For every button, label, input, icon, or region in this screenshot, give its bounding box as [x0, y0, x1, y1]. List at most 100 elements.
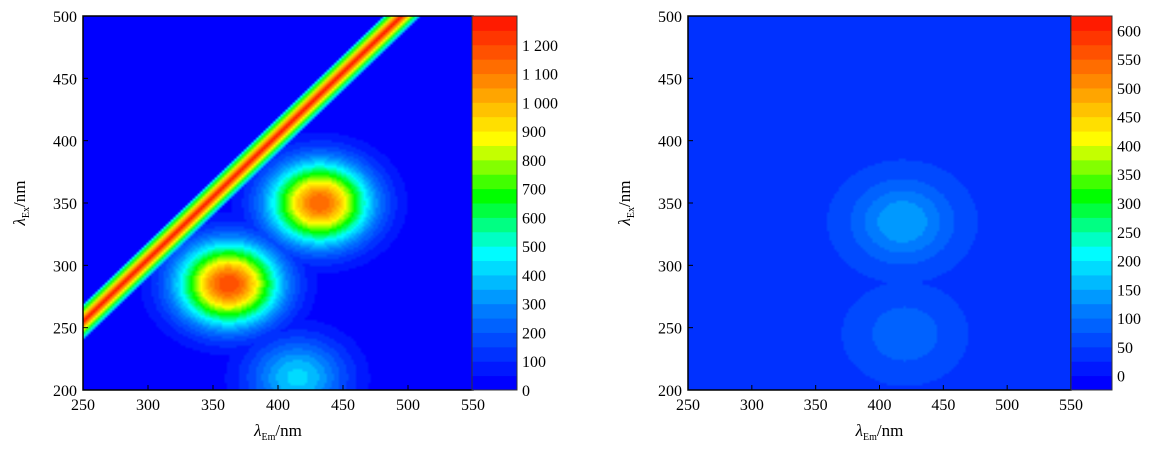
colorbar-band: [472, 274, 517, 290]
x-tick-label: 450: [931, 397, 955, 414]
colorbar-band: [472, 102, 517, 118]
colorbar-tick-label: 200: [1117, 254, 1141, 271]
colorbar-band: [472, 203, 517, 218]
colorbar-tick-label: 100: [522, 354, 546, 371]
x-axis-title: λEm/nm: [855, 421, 904, 443]
colorbar-tick-label: 600: [522, 210, 546, 227]
y-tick-label: 400: [53, 134, 77, 151]
colorbar-tick-label: 1 200: [522, 38, 558, 55]
colorbar-frame: [1070, 15, 1113, 391]
colorbar-tick-label: 1 000: [522, 95, 558, 112]
colorbar-tick-label: 0: [522, 383, 530, 400]
colorbar-band: [472, 375, 517, 391]
colorbar-band: [1071, 346, 1112, 362]
x-tick-label: 250: [676, 397, 700, 414]
colorbar-band: [472, 318, 517, 333]
x-tick-label: 300: [136, 397, 160, 414]
x-tick-label: 250: [71, 397, 95, 414]
colorbar-band: [472, 174, 517, 190]
colorbar-tick-label: 300: [522, 297, 546, 314]
x-axis-title: λEm/nm: [253, 421, 302, 443]
y-tick-label: 400: [658, 134, 682, 151]
contour-field: [688, 16, 1071, 390]
colorbar-band: [1071, 30, 1112, 46]
colorbar-band: [472, 145, 517, 161]
colorbar-tick-label: 1 100: [522, 67, 558, 84]
colorbar-tick-label: 500: [522, 239, 546, 256]
colorbar-band: [1071, 145, 1112, 161]
colorbar-tick-label: 900: [522, 124, 546, 141]
colorbar-tick-label: 700: [522, 182, 546, 199]
colorbar-band: [1071, 131, 1112, 146]
colorbar-tick-label: 100: [1117, 311, 1141, 328]
colorbar-band: [472, 44, 517, 60]
colorbar-band: [472, 16, 517, 31]
colorbar-band: [472, 303, 517, 319]
colorbar-band: [472, 361, 517, 377]
colorbar-band: [1071, 102, 1112, 118]
colorbar-tick-label: 500: [1117, 81, 1141, 98]
colorbar-band: [472, 246, 517, 262]
colorbar-band: [1071, 289, 1112, 305]
x-tick-label: 550: [1059, 397, 1083, 414]
y-tick-label: 300: [658, 258, 682, 275]
colorbar-band: [1071, 318, 1112, 333]
x-tick-label: 500: [396, 397, 420, 414]
colorbar-tick-label: 300: [1117, 196, 1141, 213]
x-tick-label: 450: [331, 397, 355, 414]
colorbar-band: [1071, 87, 1112, 103]
colorbar-band: [472, 332, 517, 348]
colorbar-band: [1071, 332, 1112, 348]
x-tick-label: 300: [740, 397, 764, 414]
colorbar-tick-label: 450: [1117, 110, 1141, 127]
colorbar-tick-label: 550: [1117, 52, 1141, 69]
colorbar-tick-label: 350: [1117, 167, 1141, 184]
x-tick-label: 550: [461, 397, 485, 414]
colorbar-tick-label: 50: [1117, 340, 1133, 357]
y-axis-title: λEx/nm: [10, 181, 32, 227]
colorbar-tick-label: 0: [1117, 369, 1125, 386]
y-tick-label: 500: [53, 9, 77, 26]
colorbar-tick-label: 600: [1117, 23, 1141, 40]
y-tick-label: 500: [658, 9, 682, 26]
y-tick-label: 200: [658, 383, 682, 400]
y-tick-label: 300: [53, 258, 77, 275]
colorbar-band: [472, 131, 517, 146]
colorbar-band: [1071, 159, 1112, 175]
y-tick-label: 200: [53, 383, 77, 400]
colorbar-band: [1071, 260, 1112, 276]
x-tick-label: 350: [201, 397, 225, 414]
contour-field: [83, 16, 473, 390]
colorbar-band: [1071, 116, 1112, 132]
y-tick-label: 350: [53, 196, 77, 213]
colorbar-band: [1071, 203, 1112, 218]
colorbar-band: [1071, 375, 1112, 391]
colorbar-band: [472, 217, 517, 233]
colorbar-band: [472, 116, 517, 132]
colorbar-band: [472, 87, 517, 103]
colorbar-band: [472, 289, 517, 305]
y-tick-label: 250: [658, 321, 682, 338]
colorbar-band: [472, 159, 517, 175]
x-tick-label: 350: [804, 397, 828, 414]
y-tick-label: 250: [53, 321, 77, 338]
colorbar-band: [472, 73, 517, 89]
colorbar-tick-label: 800: [522, 153, 546, 170]
colorbar-band: [472, 346, 517, 362]
y-tick-label: 450: [658, 71, 682, 88]
colorbar-band: [472, 30, 517, 46]
colorbar-band: [1071, 246, 1112, 262]
colorbar-tick-label: 150: [1117, 282, 1141, 299]
colorbar-band: [1071, 59, 1112, 75]
colorbar-tick-label: 400: [1117, 138, 1141, 155]
colorbar-band: [1071, 174, 1112, 190]
y-axis-title: λEx/nm: [615, 181, 637, 227]
colorbar-tick-label: 250: [1117, 225, 1141, 242]
x-tick-label: 400: [868, 397, 892, 414]
x-tick-label: 500: [995, 397, 1019, 414]
colorbar-band: [472, 188, 517, 204]
colorbar-band: [472, 231, 517, 247]
